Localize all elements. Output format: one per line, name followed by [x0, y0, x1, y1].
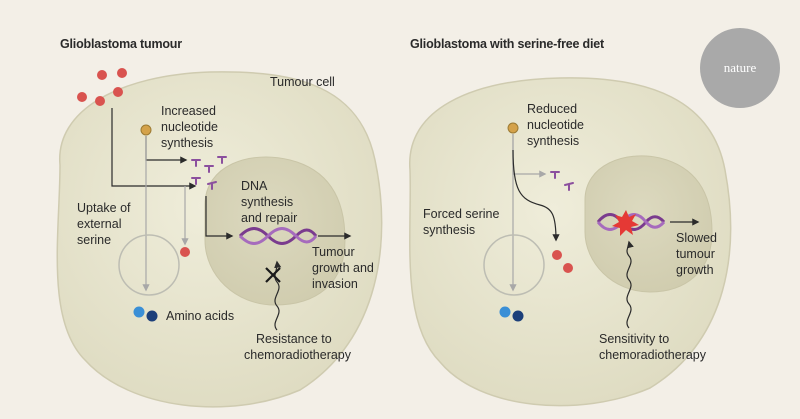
outcome-line2: growth and [312, 261, 374, 275]
dna-label-line1: DNA [241, 179, 268, 193]
left-panel-title: Glioblastoma tumour [60, 37, 182, 51]
dna-damage-burst-icon [612, 210, 639, 236]
amino-label: Amino acids [166, 309, 234, 323]
resistance-line1: Resistance to [256, 332, 332, 346]
sensitivity-line1: Sensitivity to [599, 332, 669, 346]
uptake-line2: external [77, 217, 121, 231]
metabolic-cycle-right [483, 234, 545, 296]
sensitivity-line2: chemoradiotherapy [599, 348, 707, 362]
forced-line1: Forced serine [423, 207, 499, 221]
right-panel: Glioblastoma with serine-free diet natur… [409, 28, 780, 407]
slowed-line2: tumour [676, 247, 715, 261]
amino-acid-dark [146, 310, 158, 322]
nucleotide-line3: synthesis [161, 136, 213, 150]
forced-serine-arrow [512, 149, 560, 242]
right-panel-title: Glioblastoma with serine-free diet [410, 37, 605, 51]
nucleotide-line2: nucleotide [161, 120, 218, 134]
left-panel: Glioblastoma tumour Tumour cell [56, 37, 383, 408]
gold-molecule [140, 124, 152, 136]
amino-acid-dark-right [512, 310, 524, 322]
slowed-line3: growth [676, 263, 714, 277]
reduced-line1: Reduced [527, 102, 577, 116]
outcome-line1: Tumour [312, 245, 355, 259]
uptake-arrow [111, 108, 197, 190]
dna-label-line3: and repair [241, 211, 297, 225]
external-serine-dots [77, 68, 127, 106]
sensitivity-wave-arrow [626, 240, 634, 329]
metabolic-cycle [118, 234, 180, 296]
nucleotides [191, 156, 227, 190]
dna-label-line2: synthesis [241, 195, 293, 209]
dna-helix [238, 227, 318, 245]
nucleotide-line1: Increased [161, 104, 216, 118]
uptake-line1: Uptake of [77, 201, 131, 215]
nucleotides-right [550, 171, 574, 191]
resistance-line2: chemoradiotherapy [244, 348, 352, 362]
block-cross-icon [265, 267, 281, 283]
serine-right-2 [563, 263, 573, 273]
serine-right-1 [552, 250, 562, 260]
amino-acid-light-right [499, 306, 511, 318]
cell-label: Tumour cell [270, 75, 335, 89]
intracellular-serine [180, 247, 190, 257]
reduced-line3: synthesis [527, 134, 579, 148]
dna-helix-right [596, 213, 666, 231]
reduced-line2: nucleotide [527, 118, 584, 132]
to-dna-arrow [205, 196, 234, 240]
forced-line2: synthesis [423, 223, 475, 237]
slowed-line1: Slowed [676, 231, 717, 245]
outcome-line3: invasion [312, 277, 358, 291]
gold-molecule-right [507, 122, 519, 134]
nature-logo [700, 28, 780, 108]
uptake-line3: serine [77, 233, 111, 247]
amino-acid-light [133, 306, 145, 318]
nature-logo-text: nature [724, 60, 757, 75]
